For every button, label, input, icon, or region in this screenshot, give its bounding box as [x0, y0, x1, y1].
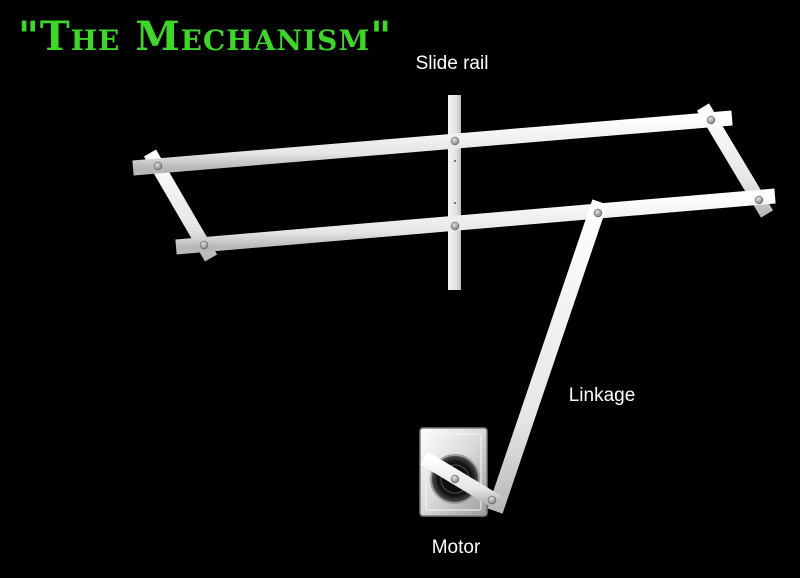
motor-housing-inner [425, 433, 482, 511]
pivots [153, 115, 764, 505]
label-linkage: Linkage [569, 385, 636, 406]
pivot-lower-middle [450, 221, 460, 231]
slide-rail [448, 95, 461, 290]
motor-crank-arm [420, 451, 501, 509]
pivot-upper-left [153, 161, 163, 171]
frame-lower-bar [175, 188, 776, 255]
linkage-bar [487, 199, 608, 514]
motor [419, 427, 501, 517]
label-slide-rail: Slide rail [416, 53, 489, 74]
pivot-lower-left [199, 240, 209, 250]
frame-upper-bar [132, 110, 733, 176]
diagram-title: "The Mechanism" [18, 13, 392, 60]
pivot-motor-shaft [450, 474, 460, 484]
slide-rail-mark-top [454, 160, 456, 162]
pivot-upper-right [706, 115, 716, 125]
pivot-lower-linkage [593, 208, 603, 218]
slide-rail-mark-bottom [454, 202, 456, 204]
pivot-lower-right [754, 195, 764, 205]
pivot-upper-middle [450, 136, 460, 146]
pivot-linkage-motor [487, 495, 497, 505]
label-motor: Motor [432, 537, 481, 558]
